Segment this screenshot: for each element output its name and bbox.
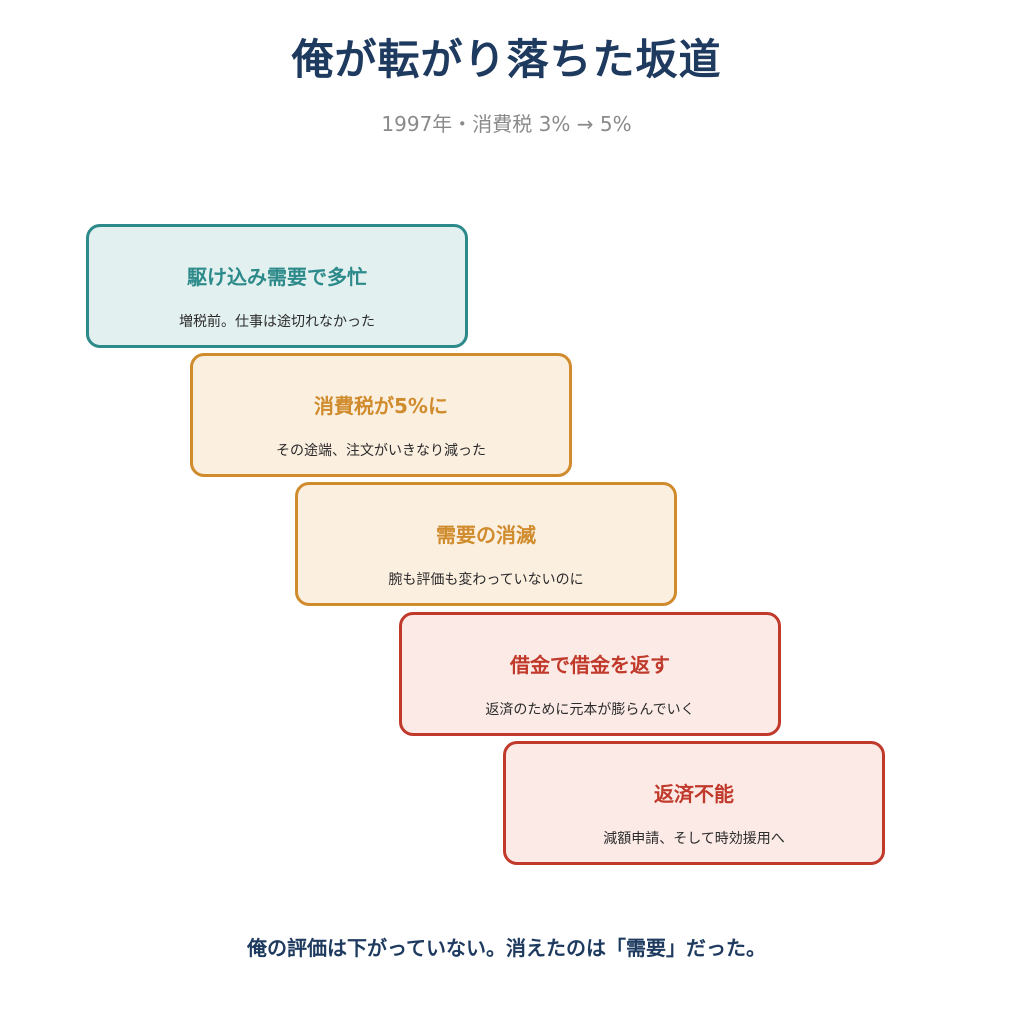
step-card-tax-increase: 消費税が5%に その途端、注文がいきなり減った: [190, 353, 572, 477]
step-description: 増税前。仕事は途切れなかった: [179, 314, 375, 330]
step-card-rush-demand: 駆け込み需要で多忙 増税前。仕事は途切れなかった: [86, 224, 468, 348]
step-card-default: 返済不能 減額申請、そして時効援用へ: [503, 741, 885, 865]
step-description: 減額申請、そして時効援用へ: [603, 831, 785, 847]
step-title: 需要の消滅: [436, 523, 536, 547]
step-description: 返済のために元本が膨らんでいく: [485, 702, 695, 718]
step-title: 返済不能: [654, 782, 734, 806]
step-description: その途端、注文がいきなり減った: [276, 443, 486, 459]
step-card-debt-spiral: 借金で借金を返す 返済のために元本が膨らんでいく: [399, 612, 781, 736]
step-description: 腕も評価も変わっていないのに: [388, 572, 584, 588]
step-title: 消費税が5%に: [314, 394, 448, 418]
step-title: 駆け込み需要で多忙: [187, 265, 367, 289]
step-title: 借金で借金を返す: [510, 653, 670, 677]
step-card-demand-vanished: 需要の消滅 腕も評価も変わっていないのに: [295, 482, 677, 606]
footer-message: 俺の評価は下がっていない。消えたのは「需要」だった。: [247, 936, 766, 960]
page-title: 俺が転がり落ちた坂道: [291, 35, 722, 84]
page-subtitle: 1997年・消費税 3% → 5%: [381, 112, 632, 136]
